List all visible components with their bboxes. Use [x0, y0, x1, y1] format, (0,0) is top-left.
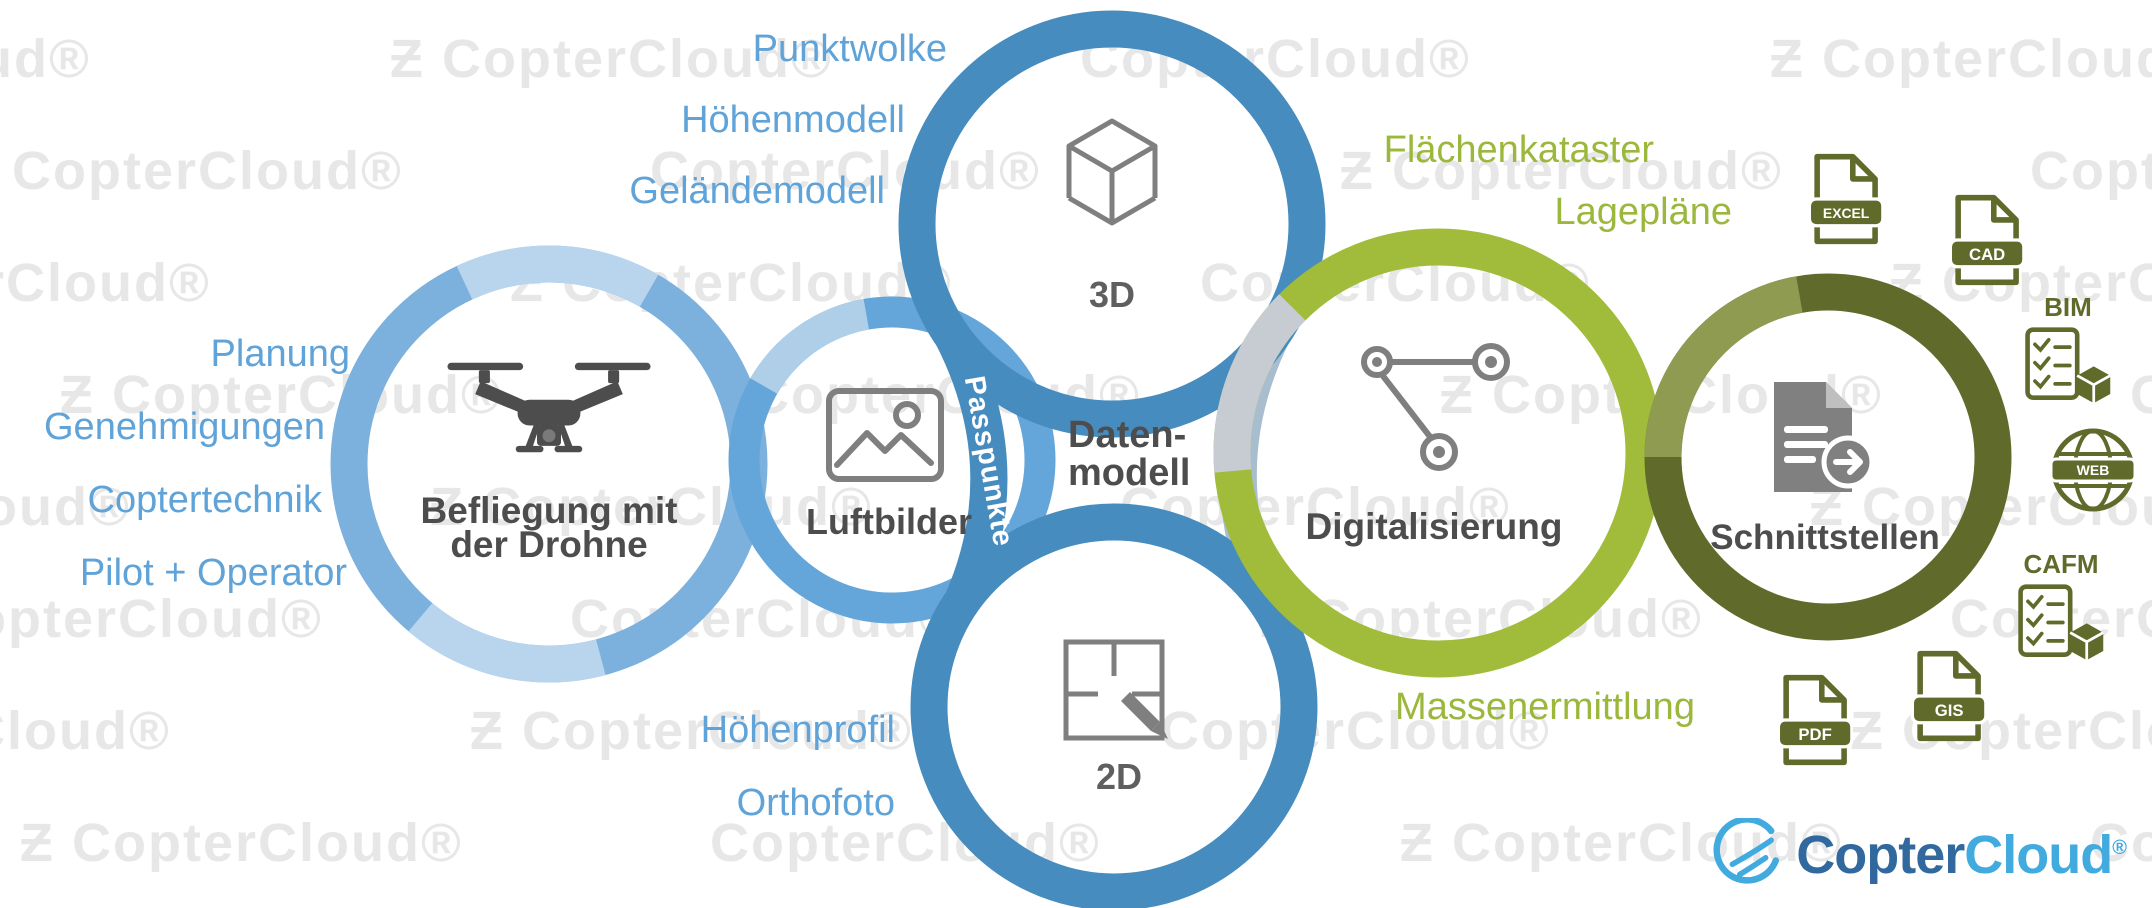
input-genehmigungen: Genehmigungen [44, 406, 325, 448]
web-globe-icon: WEB [2049, 426, 2137, 519]
excel-file-icon: EXCEL [1806, 152, 1885, 251]
bim-file-label: BIM [2044, 292, 2092, 322]
pdf-file-label: PDF [1798, 725, 1831, 744]
output-massenermittlung: Massenermittlung [1395, 686, 1695, 728]
cafm-file-icon: CAFM [2015, 549, 2107, 662]
network-nodes-icon [1347, 334, 1522, 494]
label-2d: 2D [1095, 756, 1143, 797]
watermark-text: Ƶ CopterCloud® [470, 701, 913, 761]
label-3d: 3D [1088, 274, 1136, 315]
logo-part2: Cloud [1964, 825, 2113, 885]
watermark-text: CopterCloud® [1160, 701, 1551, 761]
cad-file-label: CAD [1969, 245, 2005, 264]
flight-stage-label-line2: der Drohne [450, 524, 648, 565]
input-planung: Planung [210, 333, 350, 375]
ring-model-waist-left [935, 327, 1008, 609]
watermark-text: CopterCloud® [650, 141, 1041, 201]
pdf-file-icon: PDF [1775, 673, 1854, 772]
logo-wordmark: CopterCloud® [1796, 824, 2127, 886]
aerial-photo-icon [825, 387, 945, 488]
watermark-text: CopterCloud® [0, 253, 211, 313]
flight-stage-label: Befliegung mit der Drohne [369, 490, 729, 565]
output-hoehenmodell: Höhenmodell [681, 99, 905, 141]
logo-registered-mark: ® [2112, 837, 2127, 859]
input-pilot-operator: Pilot + Operator [79, 552, 347, 594]
watermark-text: Ƶ CopterCloud® [390, 29, 833, 89]
output-lageplaene: Lagepläne [1554, 191, 1732, 233]
cad-file-icon: CAD [1947, 193, 2026, 292]
gis-file-icon: GIS [1909, 649, 1988, 748]
watermark-text: Ƶ CopterCloud® [1850, 701, 2152, 761]
watermark-text: Ƶ CopterCloud® [20, 813, 463, 873]
digitization-stage-label: Digitalisierung [1305, 506, 1563, 547]
output-flaechenkataster: Flächenkataster [1383, 129, 1654, 171]
cafm-file-label: CAFM [2023, 549, 2099, 579]
watermark-text: CopterCloud® [0, 29, 91, 89]
watermark-text: Ƶ CopterCloud® [1340, 141, 1783, 201]
output-gelaendemodell: Geländemodell [629, 170, 885, 212]
output-punktwolke: Punktwolke [752, 28, 947, 70]
ring-model-bottom [910, 503, 1318, 908]
drone-icon [444, 348, 654, 473]
ring-interfaces-light [1644, 276, 1803, 458]
aerial-stage-label: Luftbilder [806, 501, 972, 542]
copter-cloud-logo: CopterCloud® [1712, 818, 2127, 892]
flight-stage-label-line1: Befliegung mit [420, 490, 678, 531]
ring-aerial [728, 296, 1056, 624]
watermark-text: Ƶ CopterCloud® [60, 365, 503, 425]
datenmodell-line1: Daten- [1068, 414, 1187, 456]
gis-file-label: GIS [1935, 701, 1964, 720]
watermark-text: CopterCloud® [0, 477, 131, 537]
output-orthofoto: Orthofoto [736, 782, 895, 824]
outputs-2d-list: Höhenprofil Orthofoto [500, 694, 895, 840]
watermark-text: Ƶ CopterCloud® [430, 477, 873, 537]
cube-3d-icon [1047, 107, 1177, 242]
excel-file-label: EXCEL [1823, 205, 1870, 221]
document-export-icon [1760, 374, 1875, 504]
ring-digitization-gray [1213, 294, 1306, 473]
ring-aerial-light [750, 298, 870, 395]
watermark-text: Ƶ CopterCloud® [0, 141, 403, 201]
outputs-3d-list: Punktwolke Höhenmodell Geländemodell [500, 14, 947, 227]
floorplan-2d-icon [1054, 630, 1174, 755]
ring-flight-light-top [456, 245, 659, 307]
logo-part1: Copter [1796, 825, 1965, 885]
output-hoehenprofil: Höhenprofil [700, 709, 895, 751]
flight-inputs-list: Planung Genehmigungen Coptertechnik Pilo… [0, 318, 350, 610]
watermark-text: Ƶ CopterCloud® [1770, 29, 2152, 89]
ring-flight-light-bottom [408, 602, 606, 683]
bim-file-icon: BIM [2022, 292, 2114, 405]
datenmodell-label: Daten- modell [1068, 416, 1298, 492]
datenmodell-line2: modell [1068, 452, 1191, 494]
watermark-text: Ƶ CopterCloud® [0, 589, 323, 649]
input-coptertechnik: Coptertechnik [87, 479, 322, 521]
watermark-text: CopterCloud® [0, 701, 171, 761]
interfaces-stage-label: Schnittstellen [1710, 518, 1940, 557]
watermark-text: CopterCloud® [2130, 365, 2152, 425]
web-globe-label: WEB [2077, 462, 2110, 478]
watermark-text: CopterCloud® [2090, 813, 2152, 873]
watermark-text: CopterCloud® [2030, 141, 2152, 201]
ring-model-top [898, 10, 1326, 438]
logo-swirl-icon [1713, 818, 1780, 884]
